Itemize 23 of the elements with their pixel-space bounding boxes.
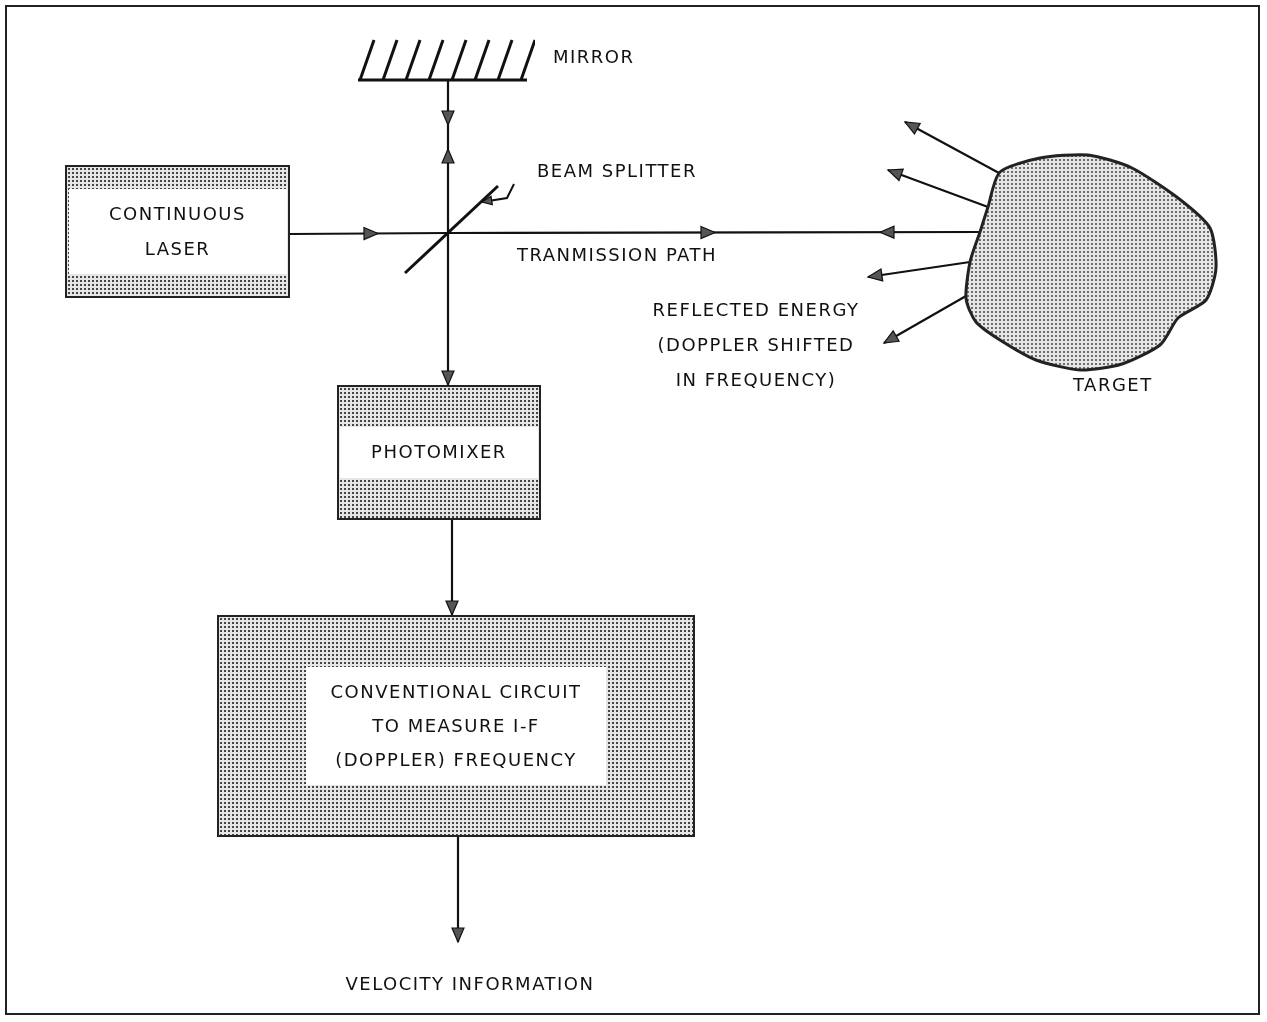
reflected-ray-arrow <box>867 260 971 282</box>
reflected-ray-arrow <box>887 168 989 209</box>
process-box <box>337 385 541 520</box>
leader-line <box>481 183 515 206</box>
target-label: TARGET <box>1073 374 1153 395</box>
box-label: CONVENTIONAL CIRCUIT TO MEASURE I-F (DOPPLER) FREQUENCY <box>306 666 606 786</box>
reflected-ray-arrow <box>883 295 967 344</box>
arrow <box>448 225 980 240</box>
process-box <box>65 165 290 298</box>
arrow <box>441 81 455 233</box>
arrow <box>445 520 459 616</box>
beam-splitter-plate <box>403 184 500 275</box>
output-label: VELOCITY INFORMATION <box>345 973 595 994</box>
box-label: CONTINUOUS LASER <box>68 189 287 274</box>
arrow <box>290 226 448 241</box>
mirror-label: MIRROR <box>553 46 635 67</box>
callout-label: BEAM SPLITTER <box>537 159 697 181</box>
note-text: REFLECTED ENERGY (DOPPLER SHIFTED IN FREQUENCY) <box>651 298 861 393</box>
arrow <box>451 837 465 943</box>
box-label: PHOTOMIXER <box>340 427 538 478</box>
reflected-ray-arrow <box>904 121 1000 174</box>
arrow <box>441 233 455 386</box>
process-box <box>217 615 695 837</box>
